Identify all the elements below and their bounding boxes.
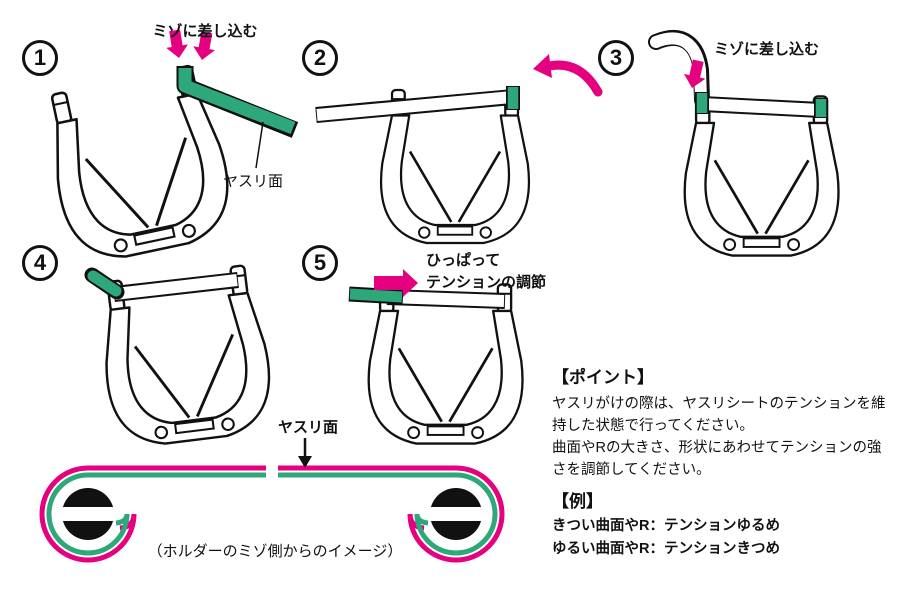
wrap-arrow-icon bbox=[544, 60, 603, 97]
step-5-pull-label-line1: ひっぱって bbox=[426, 252, 501, 269]
step-1-surface-label: ヤスリ面 bbox=[222, 173, 283, 190]
step1-illustration bbox=[37, 28, 299, 269]
step-3-badge: 3 bbox=[598, 40, 634, 76]
point-line: さを調節してください。 bbox=[552, 462, 711, 478]
pointer-arrow-head bbox=[298, 456, 312, 468]
cross-section-caption: （ホルダーのミゾ側からのイメージ） bbox=[147, 543, 403, 560]
point-line: 持した状態で行ってください。 bbox=[552, 418, 754, 434]
step-1-badge: 1 bbox=[22, 40, 58, 76]
cross-section-surface-label: ヤスリ面 bbox=[277, 419, 338, 436]
wrap-arrow-head bbox=[533, 54, 552, 78]
file-sheet bbox=[387, 291, 505, 307]
step5-illustration bbox=[348, 269, 524, 445]
cross-section-illustration bbox=[39, 438, 505, 563]
step2-illustration bbox=[315, 54, 603, 245]
file-sheet-strip bbox=[178, 68, 296, 135]
file-sheet bbox=[316, 91, 513, 121]
sheet-end bbox=[349, 288, 403, 303]
point-title: 【ポイント】 bbox=[552, 368, 654, 387]
example-title: 【例】 bbox=[552, 492, 603, 511]
step-5-badge: 5 bbox=[302, 245, 338, 281]
point-line: 曲面やRの大きさ、形状にあわせてテンションの強 bbox=[552, 440, 882, 456]
sheet-back-right bbox=[278, 465, 505, 563]
sheet-face-right bbox=[278, 472, 498, 556]
point-line: ヤスリがけの際は、ヤスリシートのテンションを維 bbox=[552, 396, 886, 412]
step4-illustration bbox=[84, 262, 278, 452]
example-line: きつい曲面やR：テンションゆるめ bbox=[552, 518, 780, 534]
step-5-pull-label-line2: テンションの調節 bbox=[426, 274, 547, 291]
file-sheet bbox=[702, 98, 821, 116]
sheet-back-left bbox=[39, 465, 266, 563]
step-3-insert-label: ミゾに差し込む bbox=[714, 41, 820, 58]
step3-illustration bbox=[648, 29, 840, 257]
pull-arrow-icon bbox=[374, 269, 418, 297]
pointer-line bbox=[255, 121, 264, 169]
sheet-tab bbox=[87, 270, 122, 297]
file-sheet bbox=[114, 274, 238, 300]
right-post-slot bbox=[424, 507, 488, 521]
sheet-face-left bbox=[46, 472, 266, 556]
step-1-insert-label: ミゾに差し込む bbox=[152, 23, 258, 40]
step-4-badge: 4 bbox=[22, 245, 58, 281]
example-line: ゆるい曲面やR：テンションきつめ bbox=[552, 541, 780, 557]
left-post-slot bbox=[56, 507, 120, 521]
step-2-badge: 2 bbox=[302, 40, 338, 76]
